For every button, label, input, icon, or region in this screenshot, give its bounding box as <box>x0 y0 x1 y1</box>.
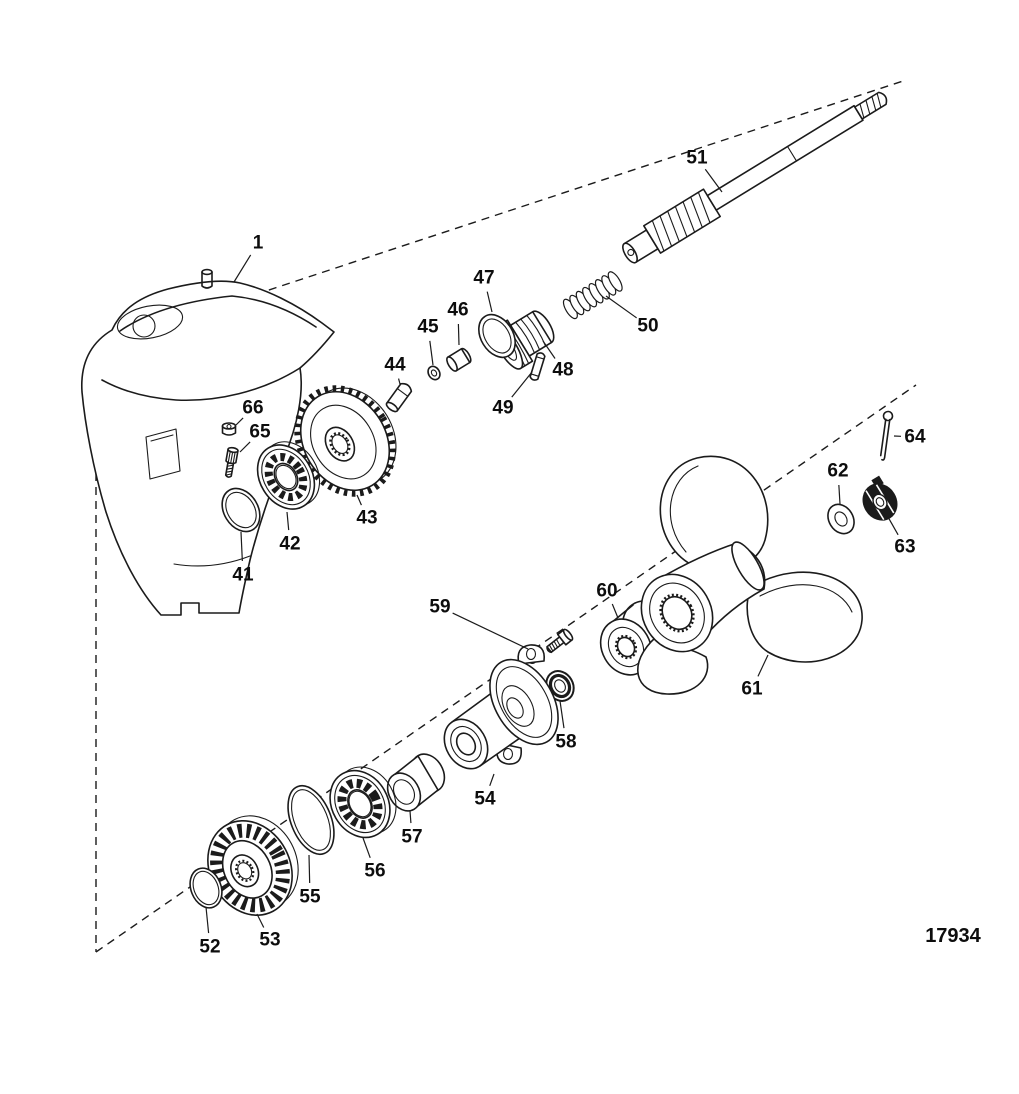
cotter-pin <box>879 410 894 461</box>
callout-label-48: 48 <box>552 360 573 381</box>
callout-leader-52 <box>205 906 210 934</box>
callout-leader-50 <box>605 295 637 319</box>
callout-label-42: 42 <box>279 534 300 555</box>
callout-label-65: 65 <box>249 422 271 443</box>
callout-leader-58 <box>559 700 565 729</box>
callout-leader-54 <box>489 773 495 787</box>
prop-washer <box>827 503 855 535</box>
rear-shim-ring <box>189 867 223 909</box>
callout-label-51: 51 <box>686 148 708 169</box>
spring <box>562 271 623 320</box>
callout-leader-48 <box>542 340 556 359</box>
callout-label-47: 47 <box>473 268 494 289</box>
shim-ring <box>221 487 261 533</box>
small-washer <box>427 365 441 381</box>
callout-leader-56 <box>362 837 371 859</box>
callout-label-63: 63 <box>894 537 915 558</box>
callout-leader-53 <box>256 913 265 928</box>
callout-leader-43 <box>356 494 362 506</box>
callout-label-60: 60 <box>596 581 617 602</box>
callout-leader-41 <box>240 531 243 562</box>
callout-label-58: 58 <box>555 732 576 753</box>
callout-leader-66 <box>235 417 244 426</box>
rear-bearing <box>329 766 397 839</box>
callout-leader-45 <box>429 340 434 366</box>
callout-leader-65 <box>239 441 251 453</box>
gear-housing <box>81 268 335 616</box>
callout-leader-61 <box>757 654 769 677</box>
callout-label-59: 59 <box>429 597 450 618</box>
callout-leader-59 <box>452 612 529 650</box>
bushing <box>446 347 472 372</box>
small-nut <box>221 422 237 436</box>
callout-label-54: 54 <box>474 789 496 810</box>
callout-leader-47 <box>486 291 493 313</box>
reverse-gear <box>207 815 299 916</box>
callout-leader-44 <box>397 378 401 385</box>
callout-label-41: 41 <box>232 565 254 586</box>
callout-leader-46 <box>457 323 460 346</box>
callout-leader-62 <box>838 484 841 505</box>
retaining-ring <box>478 313 516 359</box>
callout-label-46: 46 <box>447 300 468 321</box>
callout-label-61: 61 <box>741 679 763 700</box>
roller-bearing <box>256 441 321 510</box>
callout-leader-42 <box>286 511 290 531</box>
callout-leader-49 <box>511 371 533 398</box>
callout-leader-51 <box>704 168 723 193</box>
callout-label-49: 49 <box>492 398 513 419</box>
callout-label-64: 64 <box>904 427 926 448</box>
drawing-number: 17934 <box>925 925 981 947</box>
propeller <box>637 455 863 695</box>
callout-label-1: 1 <box>253 233 264 254</box>
callout-leader-55 <box>308 854 311 884</box>
callout-label-52: 52 <box>199 937 220 958</box>
cross-pin <box>529 352 546 381</box>
callout-label-50: 50 <box>637 316 658 337</box>
callout-label-53: 53 <box>259 930 280 951</box>
seal-washer <box>545 670 575 702</box>
bearing-carrier <box>443 644 559 770</box>
callout-label-44: 44 <box>384 355 406 376</box>
callout-leader-60 <box>611 603 619 619</box>
sleeve-bushing <box>386 753 446 812</box>
propeller-shaft <box>622 91 888 264</box>
callout-label-62: 62 <box>827 461 848 482</box>
callout-label-55: 55 <box>299 887 321 908</box>
callout-leader-57 <box>409 810 412 824</box>
callout-label-45: 45 <box>417 317 439 338</box>
callout-label-57: 57 <box>401 827 422 848</box>
callout-label-66: 66 <box>242 398 263 419</box>
prop-nut <box>862 475 898 521</box>
callout-leader-63 <box>887 516 899 536</box>
callout-label-56: 56 <box>364 861 385 882</box>
o-ring <box>287 784 335 856</box>
detent-pin <box>385 382 413 413</box>
screw <box>224 446 239 478</box>
callout-leader-1 <box>233 254 252 283</box>
callout-label-43: 43 <box>356 508 377 529</box>
